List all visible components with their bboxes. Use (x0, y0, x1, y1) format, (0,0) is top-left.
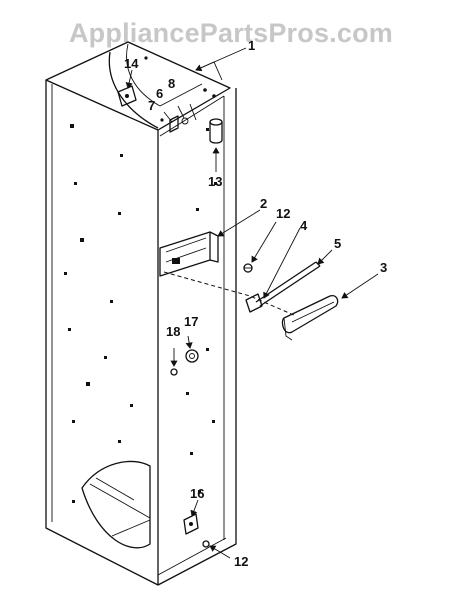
part-12-screw-upper (243, 221, 277, 273)
callout-3: 3 (380, 260, 387, 275)
callout-2: 2 (260, 196, 267, 211)
callout-12-lower: 12 (234, 554, 248, 569)
bottom-air-duct (81, 460, 151, 549)
top-evaporator-cover (108, 43, 223, 129)
part-3-cover (281, 273, 379, 341)
callout-16: 16 (190, 486, 204, 501)
callout-6: 6 (156, 86, 163, 101)
callout-8: 8 (168, 76, 175, 91)
callout-18: 18 (166, 324, 180, 339)
callout-labels: 1 14 8 6 7 13 2 12 4 5 3 17 18 16 12 (124, 38, 387, 569)
callout-7: 7 (148, 98, 155, 113)
parts-17-18-socket (170, 335, 199, 376)
callout-12-upper: 12 (276, 206, 290, 221)
part-2-rail (159, 209, 261, 277)
callout-13: 13 (208, 174, 222, 189)
leader-part-1 (195, 47, 247, 72)
part-4-5-rod (245, 227, 333, 313)
parts-16-12-lower (183, 499, 231, 559)
assembly-guide-dashed (163, 271, 297, 317)
watermark-text: AppliancePartsPros.com (68, 18, 393, 48)
callout-1: 1 (248, 38, 255, 53)
callout-14: 14 (124, 56, 139, 71)
part-13-component (209, 118, 223, 172)
part-14-bracket (117, 69, 137, 107)
callout-4: 4 (300, 218, 308, 233)
parts-6-7-8-hardware (163, 103, 197, 133)
cabinet-liner (45, 41, 237, 586)
callout-5: 5 (334, 236, 341, 251)
liner-holes (64, 124, 217, 503)
callout-17: 17 (184, 314, 198, 329)
